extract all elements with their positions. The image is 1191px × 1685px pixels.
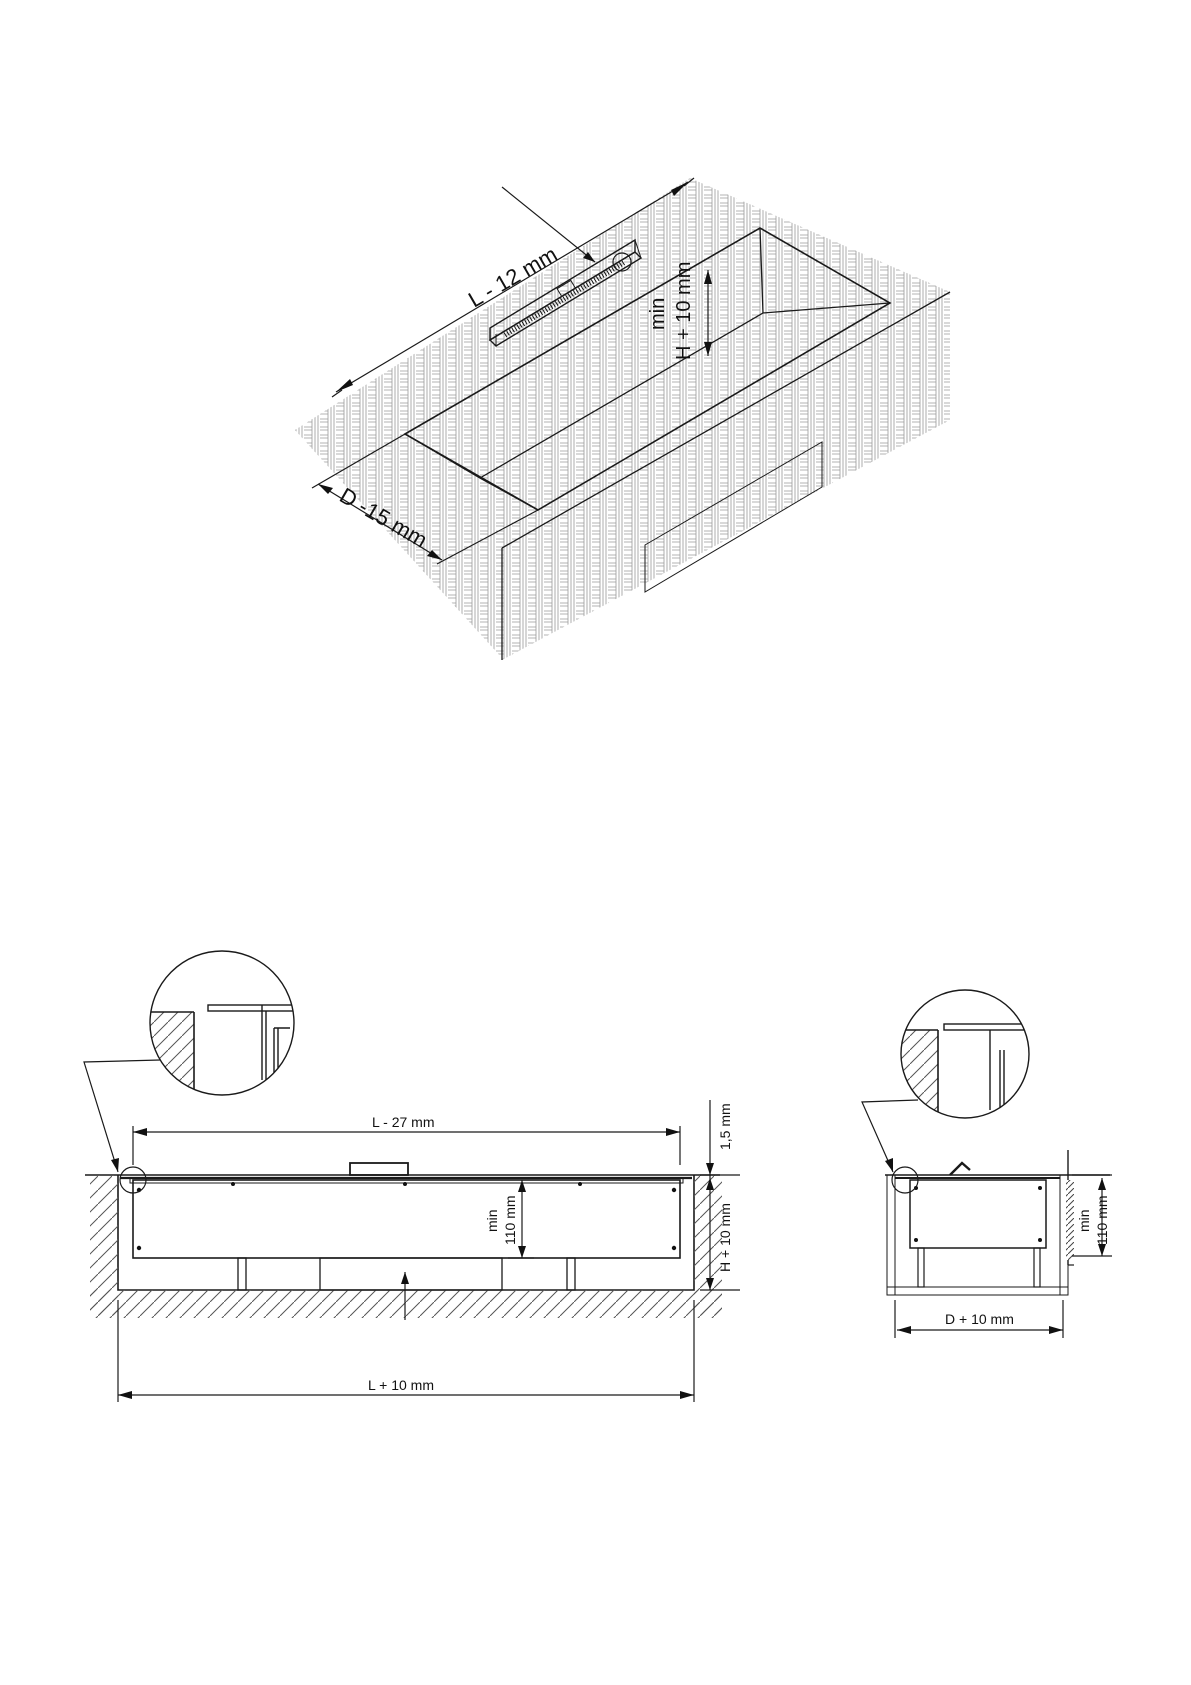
front-leg-left bbox=[238, 1258, 246, 1290]
side-unit-body bbox=[910, 1180, 1046, 1248]
front-handle bbox=[350, 1163, 408, 1175]
front-inner-length-dimension: L - 27 mm bbox=[133, 1114, 680, 1165]
front-leg-right bbox=[567, 1258, 575, 1290]
front-detail-zoom bbox=[84, 951, 300, 1193]
iso-height-min: min bbox=[647, 298, 669, 330]
front-gap-label: 1,5 mm bbox=[717, 1103, 733, 1150]
front-view: L - 27 mm L + 10 mm min 110 mm bbox=[84, 951, 740, 1402]
front-min-label: min bbox=[484, 1209, 500, 1232]
iso-view: L - 12 mm D -15 mm min H + 10 mm bbox=[295, 178, 950, 660]
side-min-label: min bbox=[1076, 1209, 1092, 1232]
front-grille bbox=[320, 1258, 502, 1290]
front-min-height-dimension: min 110 mm bbox=[484, 1180, 534, 1258]
front-min-height-label: 110 mm bbox=[502, 1195, 518, 1245]
front-height-label: H + 10 mm bbox=[717, 1203, 733, 1272]
front-floor-hatch bbox=[90, 1290, 722, 1318]
front-unit-body bbox=[133, 1180, 680, 1258]
side-detail-zoom bbox=[862, 990, 1029, 1193]
front-outer-length-label: L + 10 mm bbox=[368, 1377, 434, 1393]
side-min-height-label: 110 mm bbox=[1094, 1195, 1110, 1245]
side-depth-label: D + 10 mm bbox=[945, 1311, 1014, 1327]
side-min-height-dimension: min 110 mm bbox=[1072, 1175, 1112, 1256]
iso-height-label: H + 10 mm bbox=[673, 262, 695, 360]
front-inner-length-label: L - 27 mm bbox=[372, 1114, 435, 1130]
side-depth-dimension: D + 10 mm bbox=[895, 1300, 1063, 1338]
side-view: D + 10 mm min 110 mm bbox=[862, 990, 1112, 1338]
